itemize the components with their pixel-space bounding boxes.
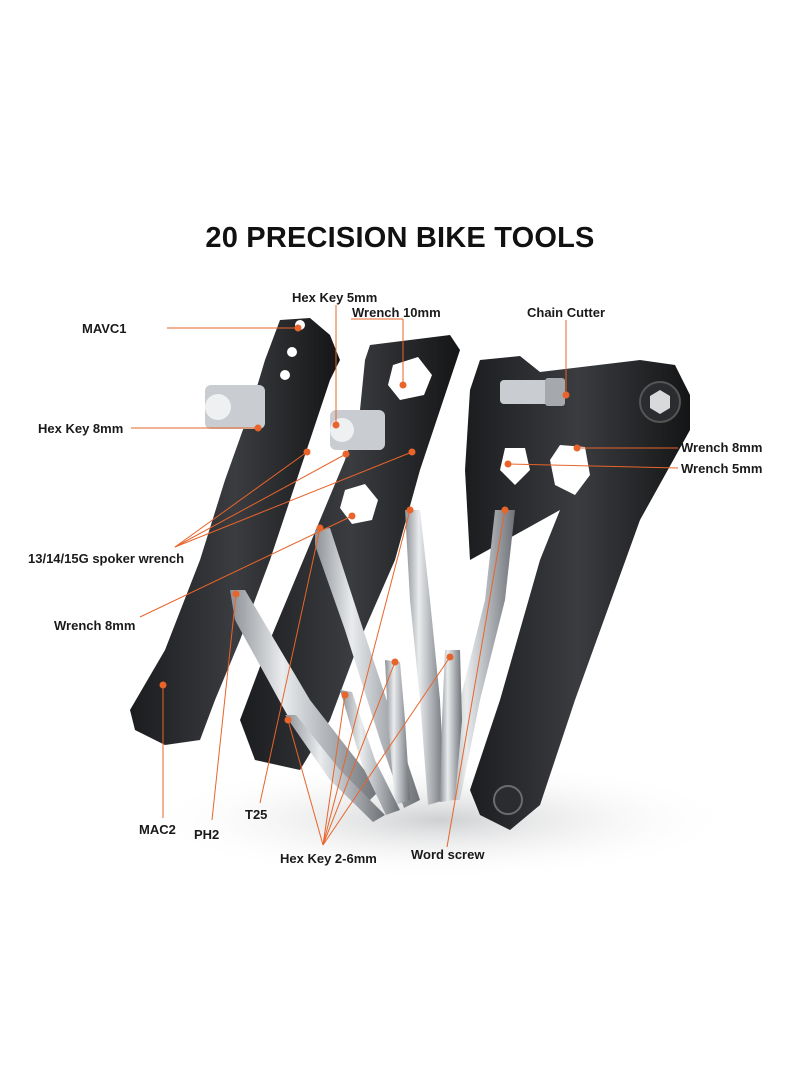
label-hex-key-8mm: Hex Key 8mm — [38, 421, 124, 436]
label-hex-key-2-6mm: Hex Key 2-6mm — [280, 851, 377, 866]
page-title: 20 PRECISION BIKE TOOLS — [205, 222, 595, 254]
label-mavc1: MAVC1 — [82, 321, 127, 336]
label-wrench-8mm-left: Wrench 8mm — [54, 618, 136, 633]
label-wrench-8mm-right: Wrench 8mm — [681, 440, 763, 455]
label-spoke-wrench: 13/14/15G spoker wrench — [28, 551, 185, 566]
middle-wrench-plate — [240, 335, 460, 770]
label-chain-cutter: Chain Cutter — [527, 305, 605, 320]
label-hex-key-5mm: Hex Key 5mm — [292, 290, 378, 305]
leader-lines — [131, 305, 679, 848]
label-mac2: MAC2 — [139, 822, 176, 837]
chain-cutter-plate — [465, 356, 690, 830]
tool-bits — [230, 510, 515, 822]
label-ph2: PH2 — [194, 827, 220, 842]
label-t25: T25 — [245, 807, 268, 822]
marker-dots — [159, 324, 581, 724]
left-wrench-plate — [130, 318, 340, 745]
label-wrench-5mm: Wrench 5mm — [681, 461, 763, 476]
floor-shadow — [140, 760, 740, 880]
label-wrench-10mm: Wrench 10mm — [352, 305, 441, 320]
label-word-screw: Word screw — [411, 847, 485, 862]
